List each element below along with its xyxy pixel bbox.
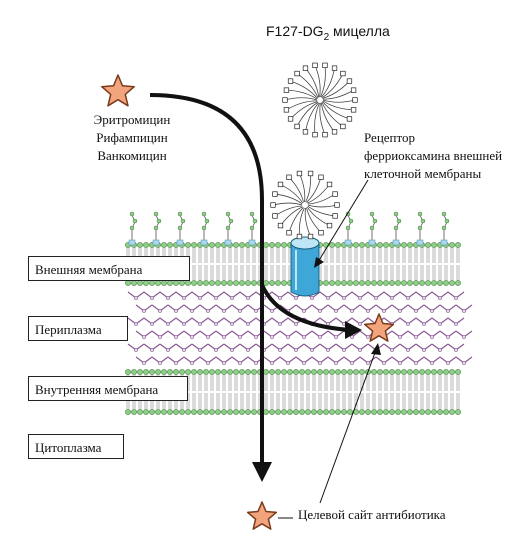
receptor-label: Рецептор ферриоксамина внешней клеточной…: [364, 129, 502, 183]
antibiotic-erythromycin: Эритромицин: [93, 112, 171, 127]
antibiotic-vancomycin: Ванкомицин: [97, 148, 167, 163]
antibiotic-list: Эритромицин Рифампицин Ванкомицин: [88, 111, 176, 165]
target-pointer-line-1: [319, 349, 377, 504]
f127-dg2-micelle: [282, 62, 358, 138]
bound-micelle: [270, 170, 340, 240]
periplasm-target-star-icon: [363, 313, 395, 342]
micelle-label: F127-DG2 мицелла: [266, 22, 390, 47]
antibiotic-rifampicin: Рифампицин: [96, 130, 168, 145]
micelle-label-suffix: мицелла: [329, 23, 390, 39]
micelle-label-sub: 2: [323, 31, 330, 43]
ferrioxamine-receptor: [290, 236, 320, 297]
target-pointer-head-1: [371, 343, 381, 355]
target-site-label: Целевой сайт антибиотика: [298, 507, 446, 522]
periplasm-branch-arrow-head: [345, 321, 362, 339]
inner-membrane-label: Внутренняя мембрана: [28, 376, 188, 401]
receptor-label-line-3: клеточной мембраны: [364, 166, 482, 181]
entry-arrow-head: [252, 462, 272, 482]
periplasm-branch-arrow: [260, 284, 351, 332]
cytoplasm-label: Цитоплазма: [28, 434, 124, 459]
receptor-pointer-head: [314, 257, 324, 268]
periplasm-label: Периплазма: [28, 316, 128, 341]
antibiotic-star-icon: [101, 74, 135, 107]
outer-membrane-label: Внешняя мембрана: [28, 256, 190, 281]
receptor-label-line-2: ферриоксамина внешней: [364, 148, 503, 163]
receptor-pointer-line: [317, 179, 369, 263]
inner-membrane-layer: [125, 369, 461, 415]
receptor-label-line-1: Рецептор: [364, 130, 416, 145]
entry-arrow: [149, 93, 264, 470]
peptidoglycan-layer: [127, 291, 473, 365]
cytoplasm-target-star-icon: [246, 501, 278, 530]
micelle-label-main: F127-DG: [266, 23, 324, 39]
